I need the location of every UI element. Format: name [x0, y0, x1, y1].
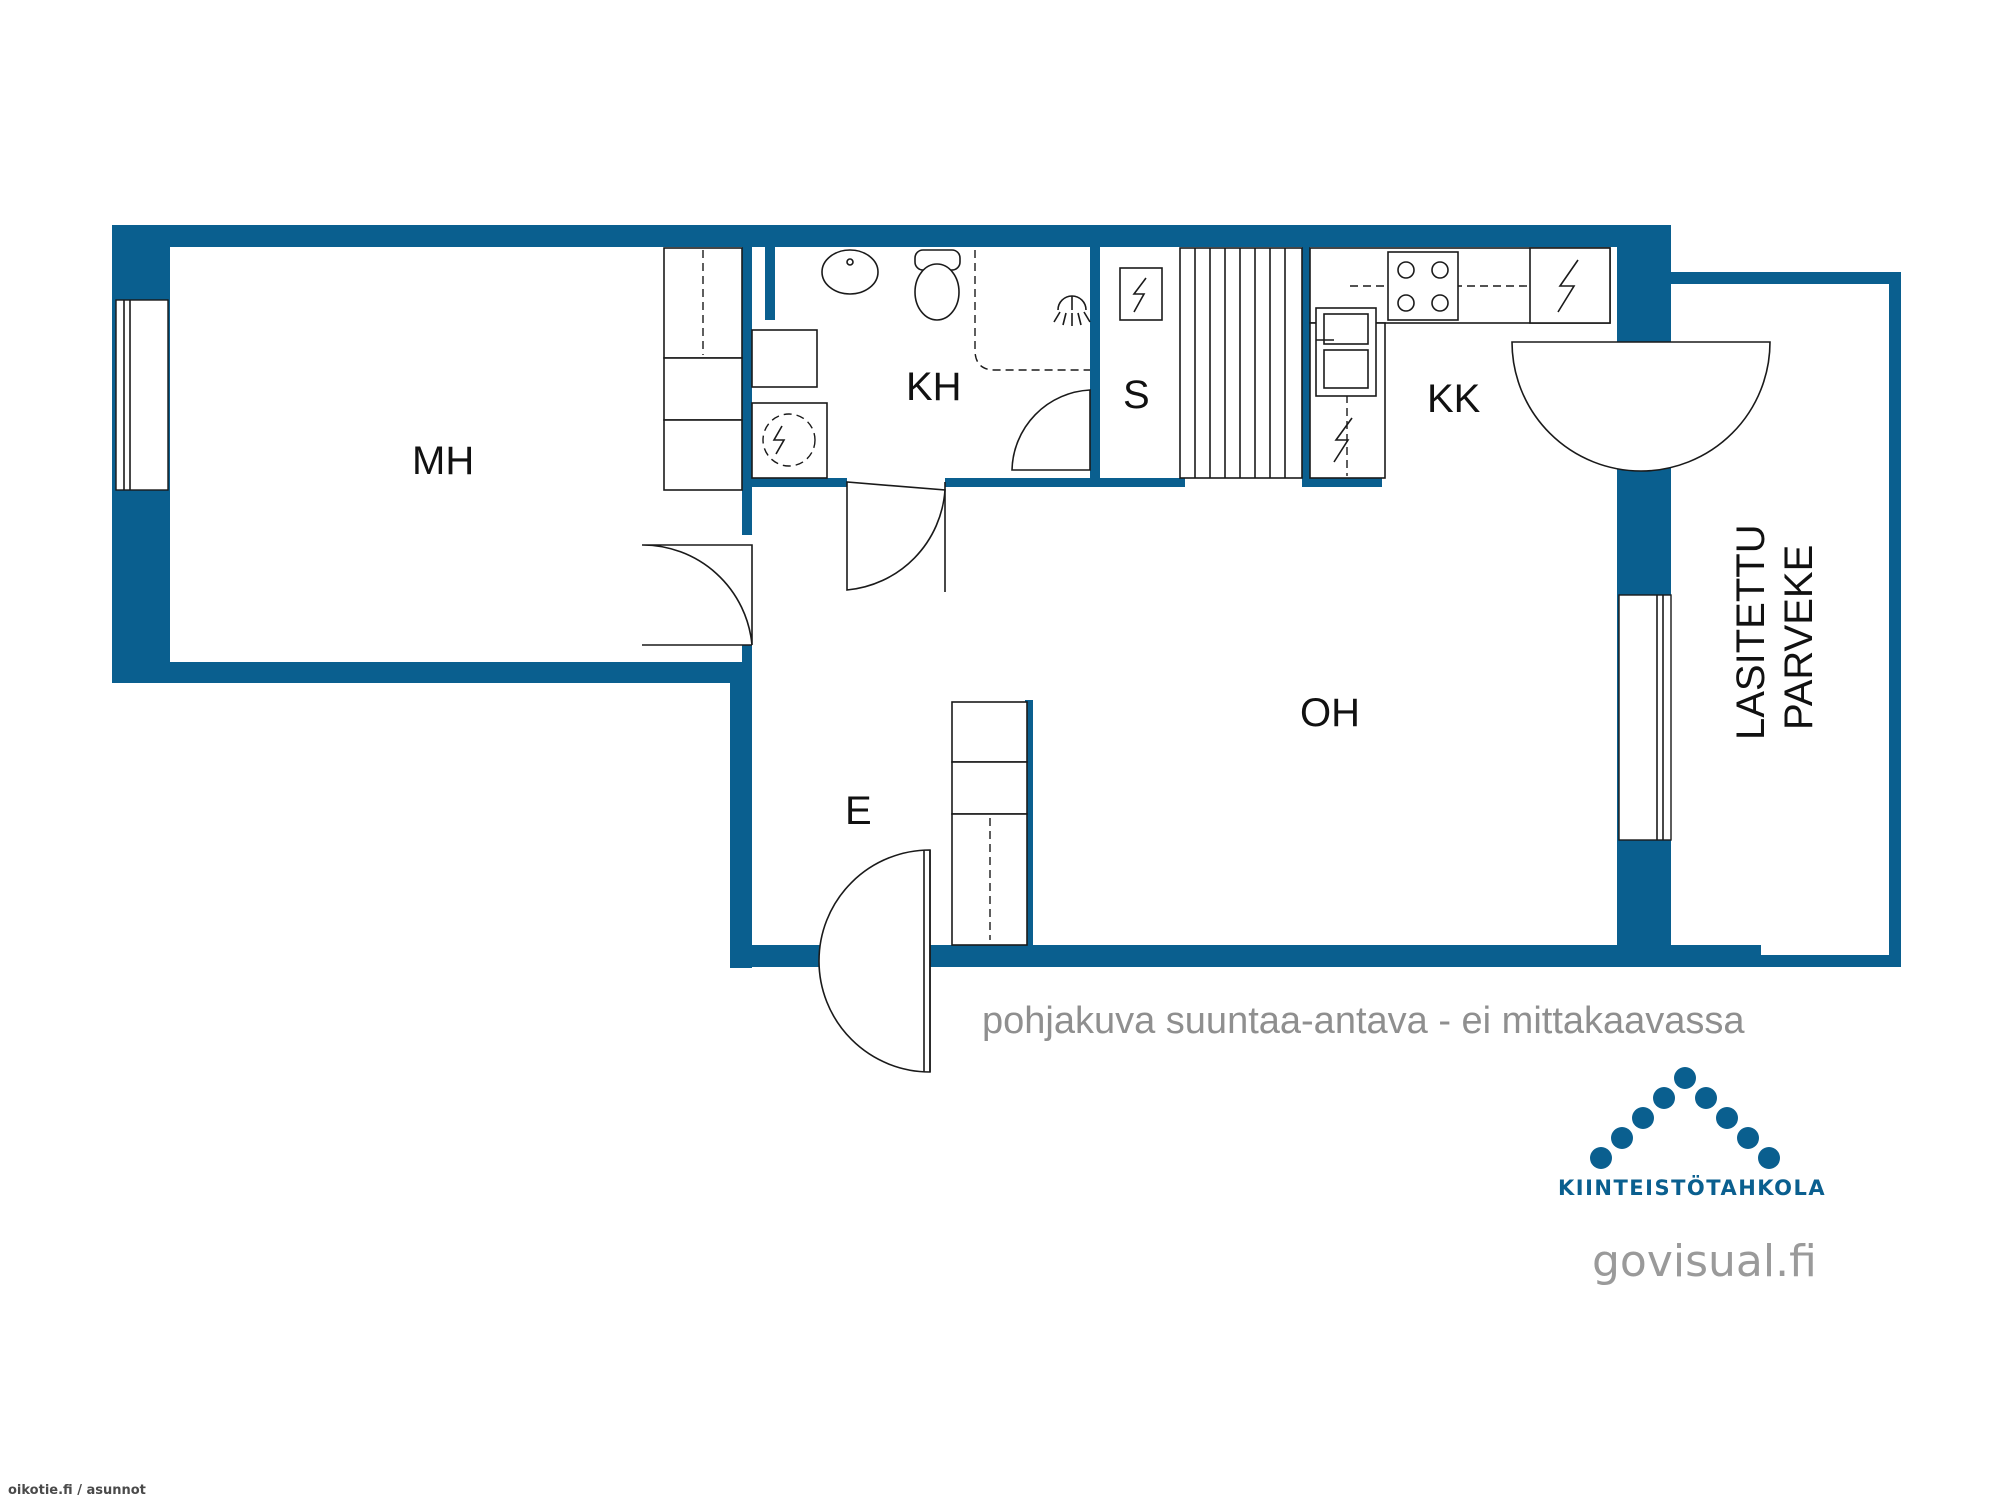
- room-label-balcony-line1: LASITETTU: [1729, 524, 1773, 740]
- room-label-mh: MH: [412, 439, 474, 483]
- bathroom-fixtures: [751, 249, 1091, 479]
- door-kh: [846, 481, 946, 592]
- disclaimer-note: pohjakuva suuntaa-antava - ei mittakaava…: [982, 1000, 1745, 1042]
- credit-link[interactable]: govisual.fi: [1592, 1236, 1817, 1287]
- room-label-kh: KH: [906, 365, 962, 409]
- window-mh: [115, 299, 169, 491]
- kitchen-fixtures: [1309, 247, 1771, 479]
- windows: [115, 299, 1672, 841]
- brand-logo-icon: [1590, 1067, 1780, 1169]
- room-label-e: E: [845, 789, 872, 833]
- room-labels: MH KH S KK OH E LASITETTU PARVEKE: [412, 365, 1821, 833]
- window-oh: [1618, 594, 1672, 841]
- sink-icon: [821, 249, 879, 295]
- sauna-fixtures: [1119, 247, 1303, 479]
- washing-machine-drum: [762, 413, 816, 467]
- room-label-balcony-line2: PARVEKE: [1777, 545, 1821, 730]
- toilet-bowl-icon: [914, 263, 960, 321]
- hall-wardrobes: [951, 701, 1028, 946]
- sauna-benches: [1179, 247, 1303, 479]
- doors: [641, 389, 1091, 1073]
- door-entrance: [818, 849, 931, 1073]
- watermark: oikotie.fi / asunnot: [8, 1483, 146, 1498]
- shower-head-icon: [1053, 295, 1091, 326]
- dishwasher-icon: [1333, 417, 1353, 463]
- door-s: [1011, 389, 1091, 471]
- kitchen-sink-icon: [1315, 307, 1377, 397]
- door-mh: [641, 544, 753, 646]
- brand-name: KIINTEISTÖTAHKOLA: [1558, 1176, 1827, 1200]
- interior-walls: [742, 245, 1382, 945]
- room-label-oh: OH: [1300, 691, 1360, 735]
- room-label-kk: KK: [1427, 377, 1481, 421]
- mh-wardrobes: [663, 247, 743, 491]
- room-label-s: S: [1123, 373, 1150, 417]
- stove-icon: [1387, 251, 1459, 321]
